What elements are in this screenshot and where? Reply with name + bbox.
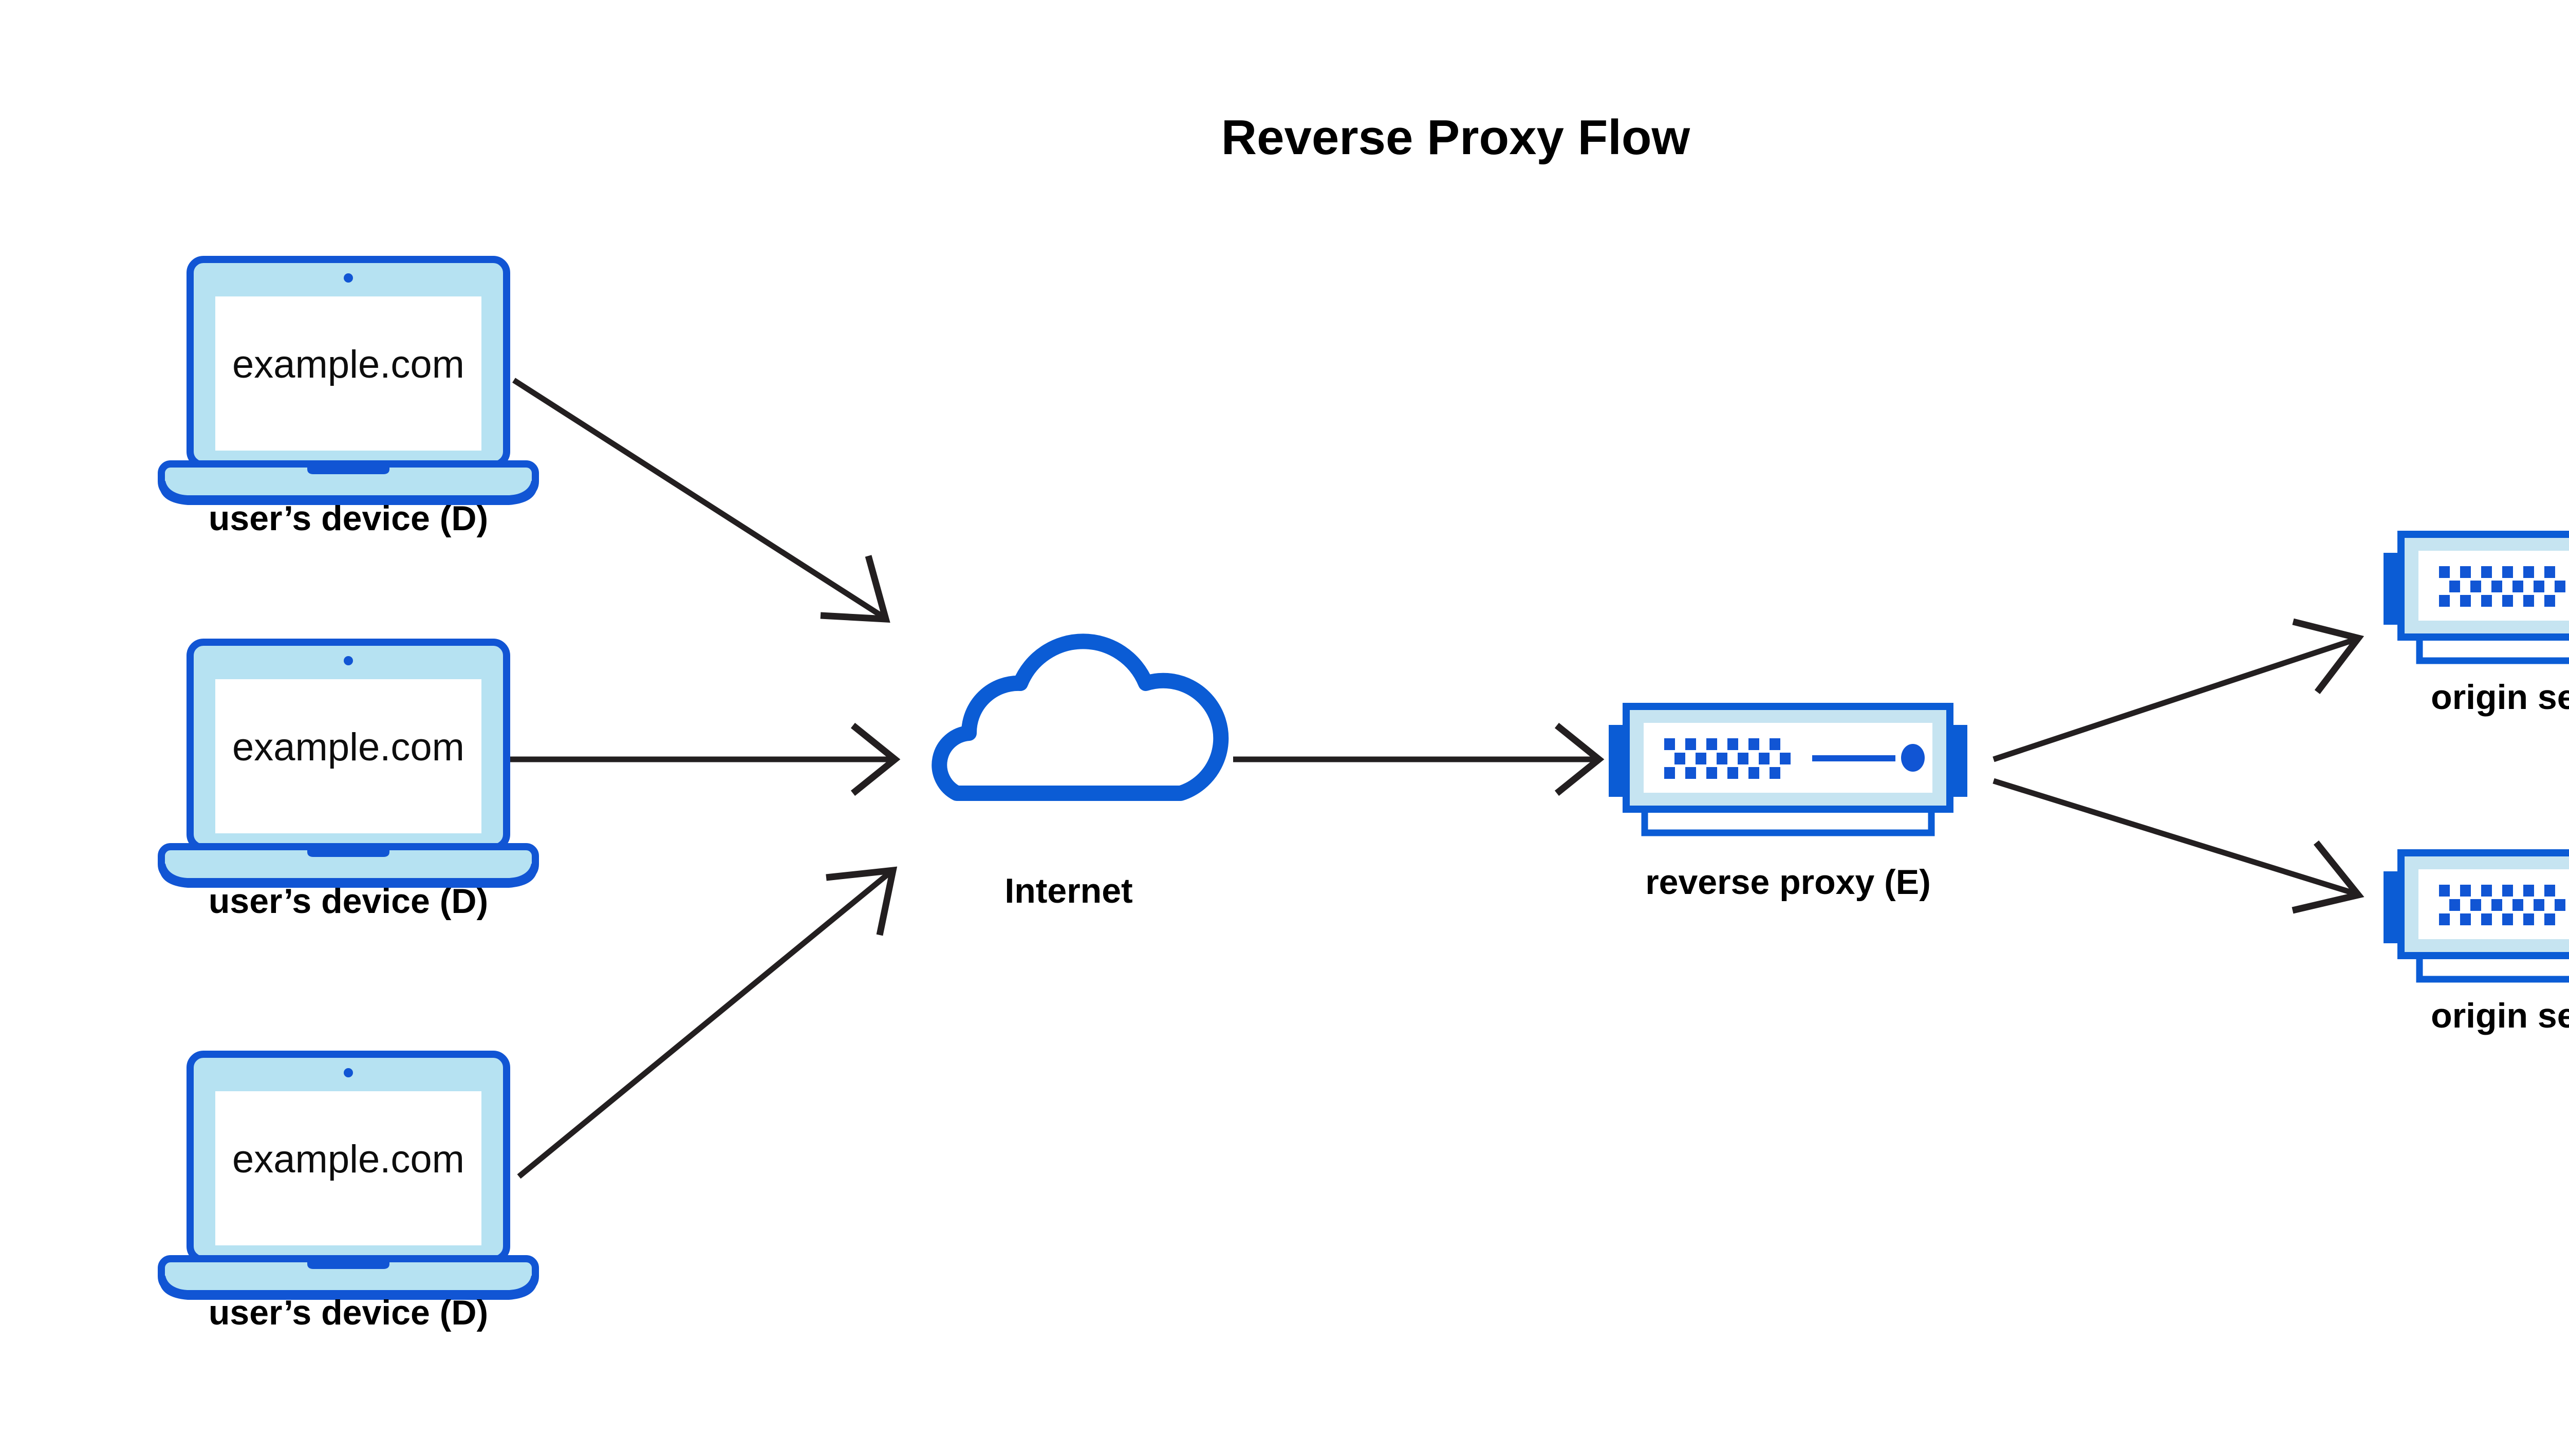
page-title: Reverse Proxy Flow <box>1221 110 1690 165</box>
origin-bottom-label: origin server (F) <box>2431 996 2569 1035</box>
node-client-top[interactable]: example.com user’s device (D) <box>161 259 535 538</box>
server-icon <box>1609 706 1967 833</box>
client-bottom-label: user’s device (D) <box>209 1293 488 1332</box>
client-middle-label: user’s device (D) <box>209 882 488 921</box>
node-client-bottom[interactable]: example.com user’s device (D) <box>161 1054 535 1332</box>
reverse-proxy-label: reverse proxy (E) <box>1645 863 1931 902</box>
node-origin-top[interactable]: origin server (F) <box>2384 534 2569 717</box>
internet-label: Internet <box>1004 871 1132 910</box>
edge-client-middle-to-internet <box>510 722 901 796</box>
node-reverse-proxy[interactable]: reverse proxy (E) <box>1609 706 1967 902</box>
client-bottom-screen-text: example.com <box>232 1137 464 1181</box>
edge-client-top-to-internet <box>512 378 890 623</box>
edge-internet-to-proxy <box>1233 722 1605 796</box>
server-icon <box>2384 853 2569 979</box>
edge-proxy-to-origin-top <box>1993 618 2365 762</box>
edge-client-bottom-to-internet <box>517 866 898 1179</box>
origin-top-label: origin server (F) <box>2431 678 2569 717</box>
node-internet[interactable]: Internet <box>939 641 1221 910</box>
node-client-middle[interactable]: example.com user’s device (D) <box>161 642 535 921</box>
cloud-icon <box>939 641 1221 793</box>
client-top-label: user’s device (D) <box>209 499 488 538</box>
node-origin-bottom[interactable]: origin server (F) <box>2384 853 2569 1035</box>
client-middle-screen-text: example.com <box>232 725 464 769</box>
client-top-screen-text: example.com <box>232 343 464 386</box>
server-icon <box>2384 534 2569 661</box>
edge-proxy-to-origin-bottom <box>1993 778 2365 914</box>
